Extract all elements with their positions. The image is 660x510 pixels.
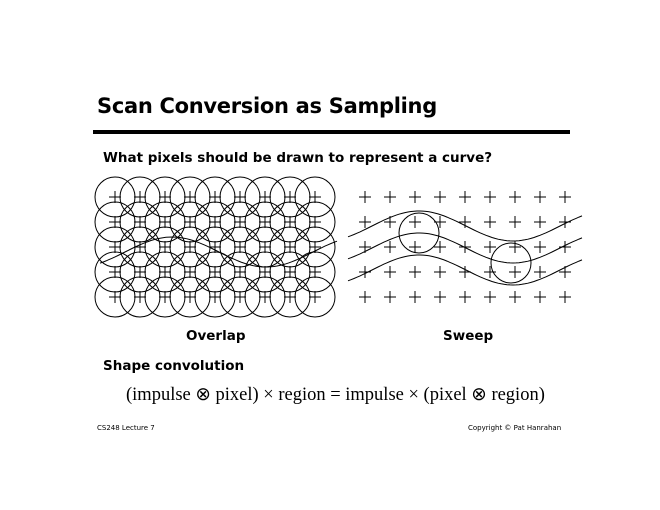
sample-point-icon xyxy=(209,241,221,253)
sample-point-icon xyxy=(159,241,171,253)
sample-point-icon xyxy=(409,191,421,203)
sample-point-icon xyxy=(459,191,471,203)
pixel-circle xyxy=(398,212,440,254)
sample-point-icon xyxy=(184,291,196,303)
sample-point-icon xyxy=(484,266,496,278)
sample-point-icon xyxy=(359,291,371,303)
sample-point-icon xyxy=(434,291,446,303)
footer-course: CS248 Lecture 7 xyxy=(97,424,155,432)
sample-point-icon xyxy=(409,241,421,253)
swept-curve xyxy=(347,254,583,286)
question-text: What pixels should be drawn to represent… xyxy=(103,150,493,166)
pixel-circle xyxy=(490,242,532,284)
footer-copyright: Copyright © Pat Hanrahan xyxy=(468,424,562,432)
sample-point-icon xyxy=(409,216,421,228)
sample-point-icon xyxy=(409,291,421,303)
sweep-diagram xyxy=(347,191,583,303)
sample-point-icon xyxy=(484,191,496,203)
sample-point-icon xyxy=(134,216,146,228)
sample-point-icon xyxy=(234,291,246,303)
sample-point-icon xyxy=(159,266,171,278)
sample-point-icon xyxy=(534,191,546,203)
slide-title: Scan Conversion as Sampling xyxy=(97,94,437,118)
sample-point-icon xyxy=(384,191,396,203)
sample-point-icon xyxy=(309,216,321,228)
sample-point-icon xyxy=(259,216,271,228)
sample-point-icon xyxy=(234,241,246,253)
sample-point-icon xyxy=(184,266,196,278)
sample-point-icon xyxy=(109,191,121,203)
sample-point-icon xyxy=(184,241,196,253)
sample-point-icon xyxy=(384,291,396,303)
sample-point-icon xyxy=(459,216,471,228)
sample-point-icon xyxy=(109,241,121,253)
sample-point-icon xyxy=(534,216,546,228)
sample-point-icon xyxy=(159,191,171,203)
sample-point-icon xyxy=(184,191,196,203)
sample-point-icon xyxy=(209,191,221,203)
sample-point-icon xyxy=(234,216,246,228)
sample-point-icon xyxy=(534,291,546,303)
sample-point-icon xyxy=(234,266,246,278)
sample-point-icon xyxy=(359,266,371,278)
sample-point-icon xyxy=(134,191,146,203)
curve xyxy=(99,236,338,268)
sample-point-icon xyxy=(484,291,496,303)
sample-point-icon xyxy=(359,216,371,228)
sample-point-icon xyxy=(509,291,521,303)
swept-curve xyxy=(347,232,583,264)
overlap-diagram xyxy=(94,176,338,318)
sample-point-icon xyxy=(534,241,546,253)
sample-point-icon xyxy=(309,191,321,203)
sample-point-icon xyxy=(234,191,246,203)
overlap-caption: Overlap xyxy=(186,328,246,344)
sample-point-icon xyxy=(284,191,296,203)
sample-point-icon xyxy=(159,291,171,303)
sample-point-icon xyxy=(184,216,196,228)
sample-point-icon xyxy=(434,266,446,278)
sample-point-icon xyxy=(159,216,171,228)
sample-point-icon xyxy=(459,291,471,303)
sample-point-icon xyxy=(509,216,521,228)
sample-point-icon xyxy=(284,291,296,303)
sample-point-icon xyxy=(109,291,121,303)
title-rule xyxy=(93,130,570,134)
sample-point-icon xyxy=(509,191,521,203)
sample-point-icon xyxy=(484,241,496,253)
sample-point-icon xyxy=(259,266,271,278)
sample-point-icon xyxy=(359,191,371,203)
sample-point-icon xyxy=(209,291,221,303)
sample-point-icon xyxy=(384,266,396,278)
sample-point-icon xyxy=(434,191,446,203)
sample-point-icon xyxy=(259,191,271,203)
convolution-equation: (impulse ⊗ pixel) × region = impulse × (… xyxy=(126,385,545,405)
sample-point-icon xyxy=(259,291,271,303)
sample-point-icon xyxy=(484,216,496,228)
sample-point-icon xyxy=(259,241,271,253)
sample-point-icon xyxy=(534,266,546,278)
sweep-caption: Sweep xyxy=(443,328,494,344)
sample-point-icon xyxy=(284,266,296,278)
sample-point-icon xyxy=(559,241,571,253)
sample-point-icon xyxy=(434,241,446,253)
sample-point-icon xyxy=(209,216,221,228)
sample-point-icon xyxy=(284,241,296,253)
pixel-footprint-circle xyxy=(294,276,336,318)
sample-point-icon xyxy=(134,266,146,278)
sample-point-icon xyxy=(409,266,421,278)
sample-point-icon xyxy=(134,291,146,303)
subheading: Shape convolution xyxy=(103,358,245,374)
sample-point-icon xyxy=(559,291,571,303)
sample-point-icon xyxy=(209,266,221,278)
sample-point-icon xyxy=(109,216,121,228)
sample-point-icon xyxy=(309,291,321,303)
swept-curve xyxy=(347,210,583,242)
sample-point-icon xyxy=(284,216,296,228)
sample-point-icon xyxy=(384,241,396,253)
sample-point-icon xyxy=(559,191,571,203)
sample-point-icon xyxy=(309,266,321,278)
sample-point-icon xyxy=(109,266,121,278)
sample-point-icon xyxy=(509,266,521,278)
